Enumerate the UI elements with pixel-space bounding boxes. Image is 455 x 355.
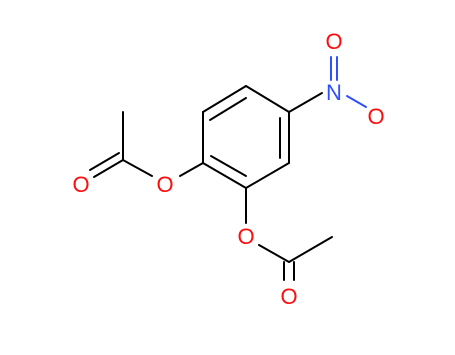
ester1-carbonyl-oxygen-label: O (72, 172, 89, 197)
ester1-oxygen-label: O (156, 172, 173, 197)
nitrogen-oxygen-right-bond (346, 95, 367, 108)
ester1-carbonyl-double-bond-a (93, 159, 124, 178)
ester2-carbonyl-to-methyl-bond (288, 236, 333, 263)
ring-to-ester1-oxygen-bond (179, 162, 204, 177)
ring-bond-5-inner (210, 155, 247, 177)
ring-to-nitrogen-bond (288, 92, 323, 113)
acetoxy-group-bottom (245, 187, 333, 281)
nitrogen-label: N (326, 80, 342, 105)
ester1-carbonyl-double-bond-b (89, 152, 120, 171)
ester1-oxygen-to-carbonyl-bond (122, 159, 153, 177)
ester2-carbonyl-oxygen-label: O (280, 284, 297, 309)
ring-bond-4 (245, 162, 290, 189)
acetoxy-group-left (89, 111, 204, 178)
nitro-group (288, 56, 367, 113)
benzene-ring (202, 85, 290, 189)
ring-bond-5 (202, 162, 247, 189)
ring-bond-2 (245, 85, 290, 113)
nitro-oxygen-top-label: O (325, 29, 342, 54)
ring-bond-1-inner (209, 97, 247, 121)
ring-bond-1 (202, 85, 247, 113)
ester2-oxygen-to-carbonyl-bond (258, 244, 290, 263)
nitro-oxygen-right-label: O (367, 104, 384, 129)
ester2-oxygen-label: O (237, 224, 254, 249)
